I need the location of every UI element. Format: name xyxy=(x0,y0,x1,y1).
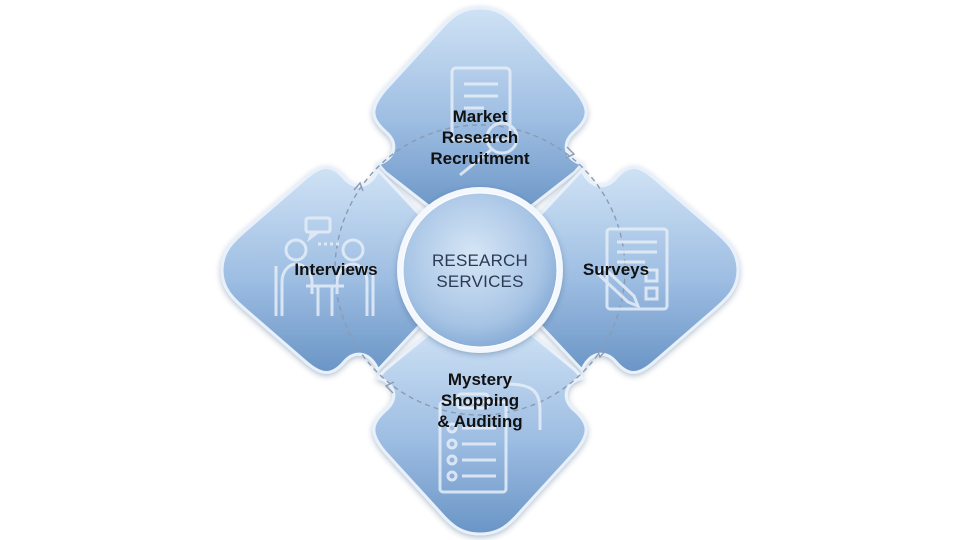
petal-left-label: Interviews xyxy=(276,259,396,280)
petal-left-label-line-1: Interviews xyxy=(294,260,378,279)
petal-top-label-line-1: Market xyxy=(452,107,508,126)
clipboard-checklist-icon xyxy=(438,382,542,494)
center-title: RESEARCH SERVICES xyxy=(405,250,555,292)
petal-top-label-line-2: Research xyxy=(441,128,519,147)
petal-right-label-line-1: Surveys xyxy=(582,260,650,279)
center-title-line-2: SERVICES xyxy=(436,272,524,291)
petal-top-label: Market Research Recruitment xyxy=(420,106,540,169)
document-magnifier-icon xyxy=(450,66,519,177)
survey-form-pencil-icon xyxy=(595,227,669,311)
petal-bottom-label: Mystery Shopping & Auditing xyxy=(416,369,544,432)
center-title-line-1: RESEARCH xyxy=(431,251,529,270)
center-hub xyxy=(397,187,563,353)
petal-top-label-line-3: Recruitment xyxy=(430,149,530,168)
petal-bottom-label-line-2: Shopping xyxy=(440,391,520,410)
petal-bottom-label-line-3: & Auditing xyxy=(437,412,523,431)
interview-meeting-icon xyxy=(274,216,375,316)
petal-right-label: Surveys xyxy=(556,259,676,280)
petal-bottom-label-line-1: Mystery xyxy=(447,370,513,389)
cycle-ring xyxy=(334,124,626,416)
cycle-arrow-heads xyxy=(353,146,607,394)
